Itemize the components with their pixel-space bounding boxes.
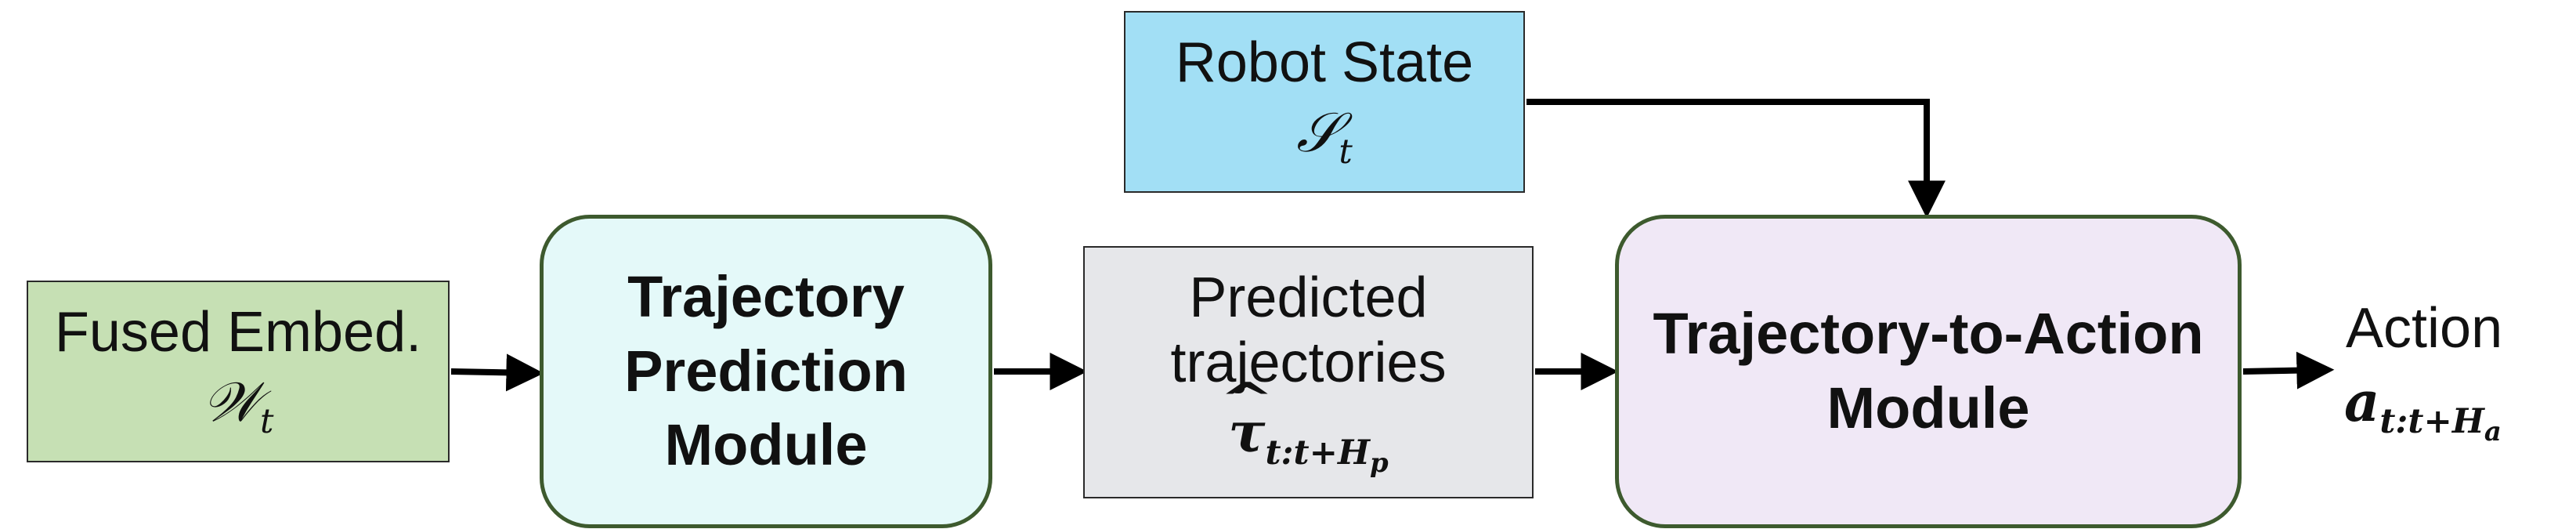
trajectory-to-action-module-node: Trajectory-to-Action Module: [1615, 215, 2242, 528]
arrow-embed-to-trajectory-prediction: [450, 353, 544, 392]
action-title: Action: [2346, 297, 2503, 360]
action-symbol-base: a: [2344, 368, 2380, 434]
predicted-trajectories-symbol-sub: t:t+H: [1265, 432, 1370, 473]
fused-embed-node: Fused Embed. 𝒲t: [27, 281, 450, 462]
predicted-trajectories-node: Predicted trajectories τt:t+Hp: [1083, 246, 1534, 498]
action-symbol: at:t+Ha: [2344, 368, 2502, 448]
predicted-trajectories-line1: Predicted: [1189, 266, 1428, 329]
predicted-trajectories-symbol-base: τ: [1228, 398, 1265, 467]
fused-embed-symbol-sub: t: [259, 401, 274, 441]
action-output: Action at:t+Ha: [2344, 296, 2571, 447]
robot-state-node: Robot State 𝒮t: [1124, 11, 1525, 193]
robot-state-title: Robot State: [1175, 31, 1474, 94]
predicted-trajectories-symbol-subsub: p: [1369, 446, 1389, 478]
trajectory-prediction-line1: Trajectory: [627, 263, 905, 329]
trajectory-to-action-line2: Module: [1826, 375, 2030, 440]
predicted-trajectories-symbol: τt:t+Hp: [1228, 398, 1388, 479]
trajectory-prediction-module-node: Trajectory Prediction Module: [540, 215, 992, 528]
trajectory-to-action-line1: Trajectory-to-Action: [1653, 301, 2204, 367]
fused-embed-title: Fused Embed.: [54, 300, 422, 364]
robot-state-symbol-sub: t: [1339, 132, 1353, 172]
action-symbol-subsub: a: [2484, 415, 2502, 447]
trajectory-prediction-line2: Prediction: [624, 338, 908, 404]
robot-state-symbol-base: 𝒮: [1296, 100, 1339, 165]
action-symbol-sub: t:t+H: [2379, 400, 2484, 441]
fused-embed-symbol-base: 𝒲: [202, 369, 260, 434]
robot-state-symbol: 𝒮t: [1296, 99, 1353, 173]
arrow-trajectory-to-action-to-action: [2242, 351, 2335, 390]
trajectory-prediction-line3: Module: [664, 412, 868, 478]
fused-embed-symbol: 𝒲t: [203, 368, 274, 443]
predicted-trajectories-line2: trajectories: [1170, 331, 1447, 394]
arrow-robot-state-to-trajectory-to-action: [1526, 99, 1946, 219]
